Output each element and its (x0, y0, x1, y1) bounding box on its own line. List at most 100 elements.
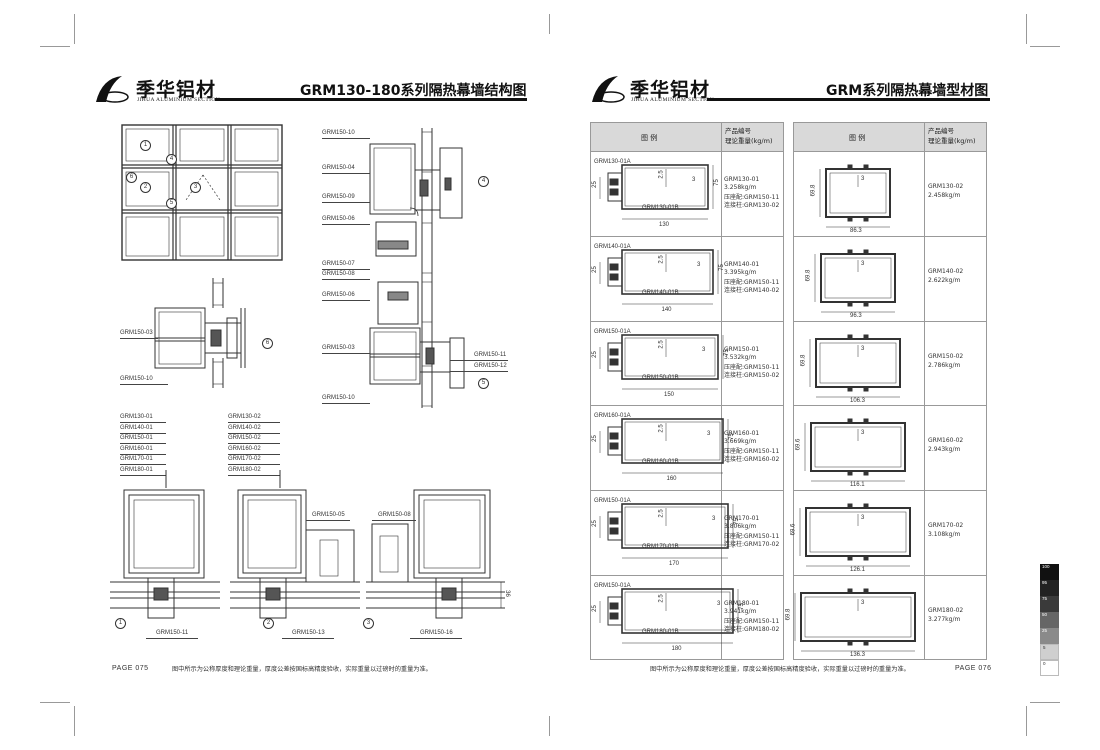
leader-line (322, 353, 370, 354)
profile-part-label: GRM160-01A (594, 413, 631, 420)
press-fit-spec: 压座配:GRM150-11 (724, 363, 780, 371)
dimension-label: 2.5 (658, 170, 665, 179)
section-marker: 3 (363, 618, 374, 629)
leader-line (372, 520, 416, 521)
press-fit-spec: 压座配:GRM150-11 (724, 278, 780, 286)
profile-label: GRM150-08 (378, 512, 411, 518)
profile-code: GRM150-02 (228, 435, 261, 441)
product-weight: 3.395kg/m (724, 268, 757, 276)
color-swatch: 25 (1040, 628, 1059, 644)
leader-line (322, 269, 370, 270)
dimension-label: 25 (591, 265, 598, 273)
dimension-label: 25 (591, 520, 598, 528)
connector-profile-drawing (799, 503, 911, 567)
row-divider (793, 320, 987, 322)
color-swatch: 75 (1040, 596, 1059, 612)
profile-code: GRM130-01 (120, 414, 153, 420)
section-marker: 2 (263, 618, 274, 629)
brand-name-cn: 季华铝材 (630, 79, 711, 101)
table-right-header: 图 例 产品编号 理论重量(kg/m) (793, 122, 987, 152)
product-code: GRM150-01 (724, 345, 760, 353)
connector-spec: 连接柱:GRM130-02 (724, 202, 780, 209)
crop-mark (1026, 14, 1027, 44)
profile-label: GRM150-10 (322, 395, 355, 401)
dimension-width: 86.3 (850, 228, 862, 234)
leader-line (228, 443, 280, 444)
crop-mark (549, 14, 550, 34)
press-fit-spec: 压座配:GRM150-11 (724, 448, 780, 456)
header-rule (707, 98, 990, 101)
connector-profile-drawing (804, 418, 906, 482)
profile-part-label: GRM130-01A (594, 159, 631, 165)
profile-label: GRM150-13 (292, 630, 325, 636)
profile-label: GRM150-12 (474, 363, 507, 369)
product-weight: 3.532kg/m (724, 353, 757, 361)
color-swatch: 50 (1040, 612, 1059, 628)
product-weight: 2.943kg/m (928, 446, 961, 454)
brand-logo-mark-left (96, 76, 129, 103)
table-left-header: 图 例 产品编号 理论重量(kg/m) (590, 122, 784, 152)
page-title: GRM系列隔热幕墙型材图 (826, 83, 989, 99)
profile-label: GRM150-03 (120, 330, 153, 336)
dimension-width: 160 (666, 476, 677, 483)
elevation-marker: 5 (166, 198, 177, 209)
leader-line (228, 432, 280, 434)
dimension-height: 69.8 (785, 608, 792, 621)
dimension-width: 130 (659, 222, 670, 228)
leader-line (322, 279, 370, 280)
row-divider (590, 490, 784, 492)
press-fit-spec: 压座配:GRM150-11 (724, 533, 780, 541)
row-divider (590, 320, 784, 322)
dimension-width: 180 (671, 646, 682, 652)
connector-spec: 连接柱:GRM160-02 (724, 456, 780, 464)
product-code: GRM140-01 (724, 260, 760, 268)
header-code: 产品编号 (725, 127, 751, 135)
leader-line (120, 474, 166, 476)
connector-profile-drawing (814, 249, 896, 313)
product-code: GRM180-02 (928, 607, 964, 614)
product-code: GRM170-02 (928, 522, 964, 530)
profile-section-drawing (599, 164, 714, 220)
connector-spec: 连接柱:GRM140-02 (724, 286, 780, 294)
profile-part-label: GRM170-01B (642, 544, 679, 551)
crop-mark (549, 716, 550, 736)
profile-part-label: GRM150-01A (594, 498, 631, 505)
brand-name-cn: 季华铝材 (136, 79, 217, 101)
row-divider (793, 575, 987, 576)
dimension-width: 140 (661, 306, 672, 313)
leader-line (120, 422, 166, 423)
header-weight: 理论重量(kg/m) (928, 137, 976, 145)
press-fit-spec: 压座配:GRM150-11 (724, 194, 780, 201)
profile-label: GRM150-11 (156, 630, 189, 636)
profile-section-drawing (599, 333, 724, 389)
leader-line (322, 300, 370, 301)
dimension-thickness: 3 (861, 176, 865, 182)
dimension-thickness: 3 (861, 260, 865, 267)
dimension-label: 2.5 (658, 594, 665, 603)
leader-line (120, 453, 166, 455)
elevation-marker: 2 (140, 182, 151, 193)
product-weight: 3.277kg/m (928, 616, 961, 623)
profile-section-drawing (599, 503, 734, 559)
bottom-sections-drawing (110, 470, 505, 619)
profile-part-label: GRM150-01A (594, 583, 631, 589)
detail-6-drawing (154, 278, 246, 388)
dimension-width: 106.3 (850, 397, 866, 404)
product-code: GRM160-01 (724, 430, 760, 438)
crop-mark (1030, 46, 1060, 47)
dimension-thickness: 3 (861, 430, 865, 437)
product-weight: 2.786kg/m (928, 361, 961, 369)
elevation-marker: 6 (126, 172, 137, 183)
product-weight: 2.622kg/m (928, 276, 961, 284)
leader-line (146, 638, 198, 639)
profile-code: GRM140-01 (120, 424, 153, 431)
profile-part-label: GRM140-01A (594, 243, 631, 250)
color-swatch: 0 (1040, 660, 1059, 676)
brand-name-en: JIHUA ALUMINIUM SECTION (631, 97, 715, 103)
header-diagram: 图 例 (849, 134, 866, 142)
product-code: GRM160-02 (928, 437, 964, 445)
dimension-width: 116.1 (850, 482, 865, 489)
dimension-width: 126.1 (850, 567, 866, 574)
dimension-height: 69.8 (800, 354, 807, 366)
detail-marker: 6 (262, 338, 273, 349)
